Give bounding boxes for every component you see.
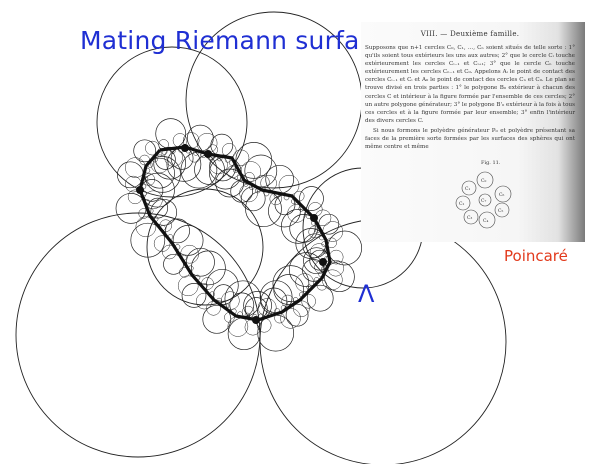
figure-circle [15,212,261,458]
figure-circle [280,209,316,244]
figure-circle [244,154,278,188]
poincare-page-scan: VIII. — Deuxième famille. Supposons que … [361,22,585,242]
figure-circle [295,273,314,292]
figure-circle [165,218,190,244]
scan-circle [461,180,477,196]
scan-circle-label: C₇ [481,198,486,204]
figure-circle [146,188,264,306]
figure-circle [213,284,234,305]
lambda-label: Λ [358,280,375,308]
figure-circle [130,222,166,258]
figure-circle [235,142,273,179]
figure-circle [133,139,157,163]
limit-set-node [319,258,327,266]
scan-circle-label: C₅ [498,208,503,214]
figure-circle [257,314,295,352]
figure-circle [135,216,157,238]
scan-figure-label: Fig. 11. [481,160,501,166]
scan-circle-label: C₁ [465,186,470,192]
figure-circle [299,186,324,211]
limit-set-node [252,316,260,324]
figure-circle [301,294,316,309]
scan-circle [476,171,494,189]
scan-paragraph: Supposons que n+1 cercles C₀, C₁, ..., C… [365,45,575,124]
scan-circle [478,211,496,229]
scan-text-block: VIII. — Deuxième famille. Supposons que … [365,30,575,151]
scan-circle [463,209,479,225]
scan-circle-label: C₀ [481,178,486,184]
limit-set-curve [138,145,332,322]
figure-circle [327,230,363,266]
scan-circle-label: C₂ [459,201,464,207]
scan-circle [494,185,512,203]
figure-circle [145,140,160,156]
slide-title: Mating Riemann surfaces [80,26,403,55]
scan-circle [494,202,510,218]
scan-heading: VIII. — Deuxième famille. [420,30,520,38]
figure-circle [186,124,214,152]
scan-circle-label: C₄ [483,218,488,224]
scan-circle-label: C₃ [467,215,472,221]
figure-circle [96,46,248,198]
scan-circle-label: C₆ [499,192,504,198]
figure-circle [153,146,187,180]
scan-circle-figure: Fig. 11. C₀ C₁ C₂ C₃ C₄ C₅ C₆ C₇ [455,160,512,229]
figure-circle [150,154,170,174]
figure-circle [221,291,240,310]
limit-set-node [181,144,189,152]
poincare-label: Poincaré [504,247,568,265]
figure-circle [181,283,207,308]
figure-circle [196,292,213,310]
figure-circle [287,204,306,223]
figure-circle [180,151,218,189]
figure-circle [306,284,334,312]
figure-circle [186,247,215,277]
figure-circle [205,268,239,302]
scan-circle [478,193,492,207]
figure-circle [153,235,171,252]
figure-circle [273,274,305,305]
limit-set-node [310,214,318,222]
scan-background [361,22,585,242]
limit-set-node [204,150,212,158]
scan-paragraph: Si nous formons le polyèdre générateur P… [365,127,575,151]
scan-circle [455,195,471,211]
figure-circle [280,308,301,329]
figure-circle [215,168,245,198]
figure-circle [285,303,309,327]
figure-circle [288,252,324,287]
limit-set-node [136,186,144,194]
